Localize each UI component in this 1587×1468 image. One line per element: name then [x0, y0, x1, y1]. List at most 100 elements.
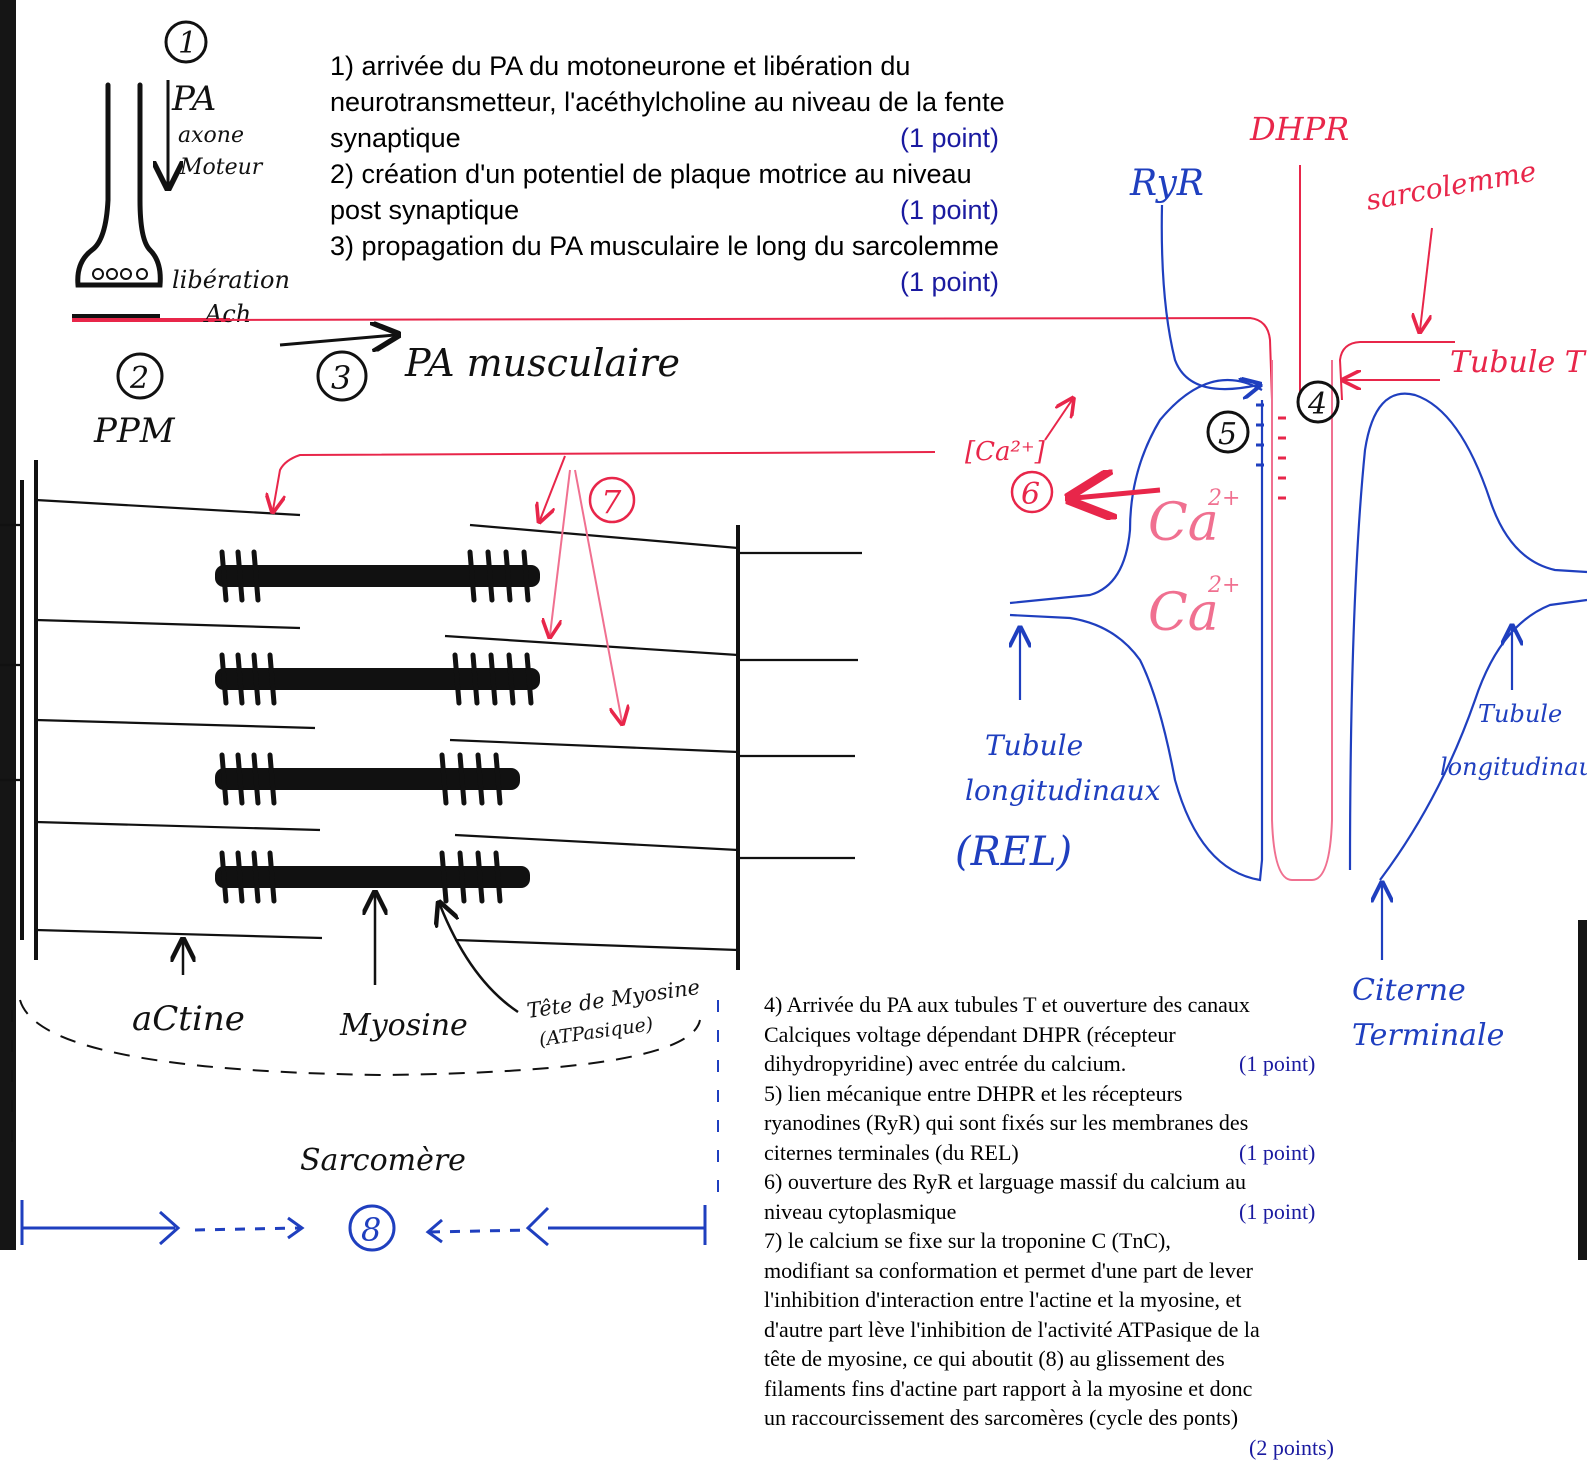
answer-text: 5) lien mécanique entre DHPR et les réce… [764, 1080, 1183, 1106]
step-6-circle [1010, 470, 1054, 514]
dhpr-label: DHPR [1249, 110, 1349, 148]
motor-neuron [75, 82, 163, 288]
answer-text: 3) propagation du PA musculaire le long … [330, 231, 999, 261]
answer-line: (1 point) [330, 264, 1130, 300]
tete-myosine-arrow [440, 905, 519, 1014]
answer-text: 2) création d'un potentiel de plaque mot… [330, 159, 972, 189]
pa-label: PA [171, 79, 216, 119]
ca-ion-2: Ca [1148, 583, 1219, 643]
sarcolemme-label: sarcolemme [1363, 154, 1538, 216]
actine-label: aCtine [132, 999, 245, 1039]
answer-text: citernes terminales (du REL) [764, 1139, 1019, 1165]
ach-label: Ach [203, 300, 251, 328]
shortening-arrows [20, 1200, 707, 1247]
pa-propagation-arrow [279, 335, 395, 345]
step-1-number: 1 [178, 26, 197, 61]
dhpr-dashes [1278, 416, 1286, 500]
step-4-number: 4 [1307, 387, 1327, 422]
answer-line: 4) Arrivée du PA aux tubules T et ouvert… [764, 990, 1364, 1020]
answer-line: citernes terminales (du REL) (1 point) [764, 1138, 1364, 1168]
sarcomere-label: Sarcomère [300, 1143, 466, 1178]
answer-line: tête de myosine, ce qui aboutit (8) au g… [764, 1344, 1364, 1374]
answer-line: Calciques voltage dépendant DHPR (récept… [764, 1020, 1364, 1050]
ryr-arrow [1160, 204, 1258, 389]
actin-filaments [0, 498, 862, 952]
answer-text: d'autre part lève l'inhibition de l'acti… [764, 1316, 1260, 1342]
citerne-label: Citerne [1352, 973, 1466, 1008]
answer-line: (2 points) [764, 1433, 1364, 1463]
answer-text: Calciques voltage dépendant DHPR (récept… [764, 1021, 1176, 1047]
tubule-right-label-2: longitudinaux [1440, 753, 1587, 781]
answer-text: post synaptique [330, 195, 520, 225]
moteur-label: Moteur [179, 155, 264, 180]
answer-text: l'inhibition d'interaction entre l'actin… [764, 1287, 1242, 1312]
answers-steps-1-3: 1) arrivée du PA du motoneurone et libér… [330, 48, 1130, 300]
points-step-5: (1 point) [1239, 1139, 1316, 1165]
answer-line: 1) arrivée du PA du motoneurone et libér… [330, 48, 1130, 84]
answer-line: modifiant sa conformation et permet d'un… [764, 1256, 1364, 1286]
answer-line: synaptique (1 point) [330, 120, 1130, 156]
ca-ion-1: Ca [1148, 493, 1219, 553]
step-7-number: 7 [601, 483, 622, 521]
answer-text: 6) ouverture des RyR et larguage massif … [764, 1169, 1246, 1194]
step-3-circle [316, 350, 368, 402]
step-2-number: 2 [129, 361, 149, 396]
ppm-label: PPM [93, 411, 176, 451]
sarcolemma-right-line [1338, 341, 1455, 401]
z-lines [20, 460, 740, 970]
answer-text: 4) Arrivée du PA aux tubules T et ouvert… [764, 992, 1250, 1017]
liberation-label: libération [172, 266, 290, 294]
answer-line: 3) propagation du PA musculaire le long … [330, 228, 1130, 264]
answer-text: ryanodines (RyR) qui sont fixés sur les … [764, 1110, 1249, 1135]
pa-musculaire-label: PA musculaire [404, 341, 680, 385]
answer-text: synaptique [330, 123, 461, 153]
answer-text: niveau cytoplasmique [764, 1198, 957, 1224]
tete-myosine-label: Tête de Myosine [525, 975, 701, 1023]
axone-label: axone [178, 123, 244, 148]
step-5-circle [1206, 410, 1250, 454]
points-step-3: (1 point) [900, 267, 1000, 297]
step-4-circle [1296, 380, 1340, 424]
answer-text: dihydropyridine) avec entrée du calcium. [764, 1051, 1127, 1076]
t-tubule-walls [1271, 360, 1333, 881]
sarcomere-brace [19, 999, 701, 1077]
ca-increase-arrow [1044, 400, 1072, 441]
photo-left-edge [0, 0, 16, 1250]
points-step-6: (1 point) [1239, 1198, 1316, 1224]
sarcolemma-red-line [159, 316, 1273, 401]
answer-line: dihydropyridine) avec entrée du calcium.… [764, 1049, 1364, 1079]
answer-text: neurotransmetteur, l'acéthylcholine au n… [330, 87, 1005, 117]
ca-ion-2-charge: 2+ [1207, 573, 1240, 598]
step-6-number: 6 [1021, 477, 1040, 512]
answer-text: modifiant sa conformation et permet d'un… [764, 1257, 1254, 1283]
step-1-circle [164, 20, 208, 64]
ryr-label: RyR [1129, 163, 1204, 204]
points-step-7: (2 points) [1249, 1434, 1334, 1460]
answer-line: post synaptique (1 point) [330, 192, 1130, 228]
answer-line: un raccourcissement des sarcomères (cycl… [764, 1403, 1364, 1433]
step-3-number: 3 [331, 359, 351, 397]
answer-line: ryanodines (RyR) qui sont fixés sur les … [764, 1108, 1364, 1138]
cisternae-blue [1009, 378, 1587, 882]
answer-line: 7) le calcium se fixe sur la troponine C… [764, 1226, 1364, 1256]
answer-text: 7) le calcium se fixe sur la troponine C… [764, 1228, 1171, 1253]
step-5-number: 5 [1218, 417, 1237, 452]
answers-steps-4-8: 4) Arrivée du PA aux tubules T et ouvert… [764, 990, 1364, 1462]
answer-text: filaments fins d'actine part rapport à l… [764, 1375, 1253, 1401]
terminale-label: Terminale [1352, 1018, 1504, 1053]
answer-line: l'inhibition d'interaction entre l'actin… [764, 1285, 1364, 1315]
step-8-number: 8 [361, 1211, 381, 1249]
answer-line: 5) lien mécanique entre DHPR et les réce… [764, 1079, 1364, 1109]
answer-line: neurotransmetteur, l'acéthylcholine au n… [330, 84, 1130, 120]
myosin-heads [219, 549, 534, 904]
points-step-2: (1 point) [900, 195, 1000, 225]
tubule-left-label-2: longitudinaux [965, 774, 1161, 807]
answer-line: 2) création d'un potentiel de plaque mot… [330, 156, 1130, 192]
photo-right-edge [1578, 920, 1587, 1260]
points-step-1: (1 point) [900, 123, 1000, 153]
calcium-distribution-lines [273, 451, 936, 722]
tubule-left-label-1: Tubule [985, 729, 1083, 762]
ca-concentration-label: [Ca²⁺] [965, 437, 1046, 467]
answer-line: niveau cytoplasmique (1 point) [764, 1197, 1364, 1227]
